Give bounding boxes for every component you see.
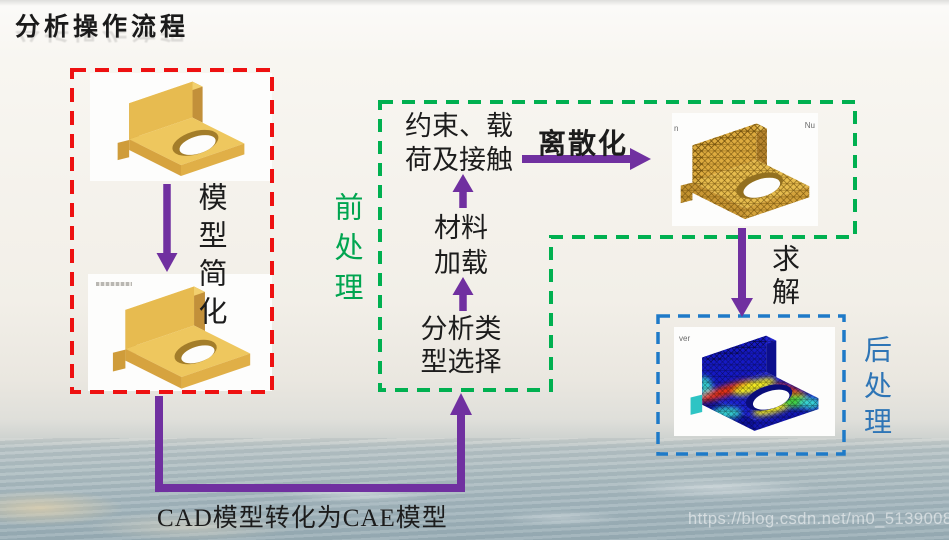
mesh-model-image: n Nu bbox=[672, 113, 818, 226]
stage-postprocess-label: 后处理 bbox=[860, 335, 891, 443]
page-title-reflection: 分析操作流程 bbox=[15, 31, 189, 49]
stage-preprocess-label: 前处理 bbox=[330, 192, 362, 312]
result-model-image: ver bbox=[674, 327, 835, 436]
simplified-model-image bbox=[88, 274, 272, 391]
mesh-overlay bbox=[680, 123, 810, 220]
result-mesh-overlay bbox=[702, 335, 819, 431]
analysis-to-material-arrow bbox=[452, 277, 474, 311]
mesh-image-label-right: Nu bbox=[804, 121, 815, 130]
result-image-label: ver bbox=[679, 334, 691, 343]
page-title: 分析操作流程 bbox=[15, 14, 190, 41]
step-material-label: 材料 加载 bbox=[434, 213, 488, 278]
tiny-watermark-smudge bbox=[96, 282, 132, 286]
step-model-simplify-label: 模型简化 bbox=[194, 182, 226, 334]
cad-to-cae-connector-arrow bbox=[155, 393, 472, 492]
cad-model-image bbox=[90, 73, 272, 181]
mesh-image-label-left: n bbox=[674, 124, 679, 133]
step-constraints-label: 约束、载 荷及接触 bbox=[405, 111, 513, 175]
material-to-constraints-arrow bbox=[452, 174, 474, 208]
step-analysis-type-label: 分析类 型选择 bbox=[420, 314, 502, 377]
cad-bracket-illustration bbox=[117, 81, 245, 176]
step-discretize-label: 离散化 bbox=[538, 129, 629, 160]
mesh-bracket-illustration bbox=[680, 123, 810, 220]
model-simplify-arrow bbox=[156, 184, 178, 272]
step-cad-to-cae-label: CAD模型转化为CAE模型 bbox=[157, 505, 448, 532]
step-solve-label: 求解 bbox=[768, 244, 799, 310]
simplified-bracket-illustration bbox=[112, 286, 251, 389]
csdn-watermark: https://blog.csdn.net/m0_51390088 bbox=[688, 510, 949, 528]
result-bracket-illustration bbox=[690, 335, 819, 431]
solve-arrow bbox=[731, 228, 753, 317]
